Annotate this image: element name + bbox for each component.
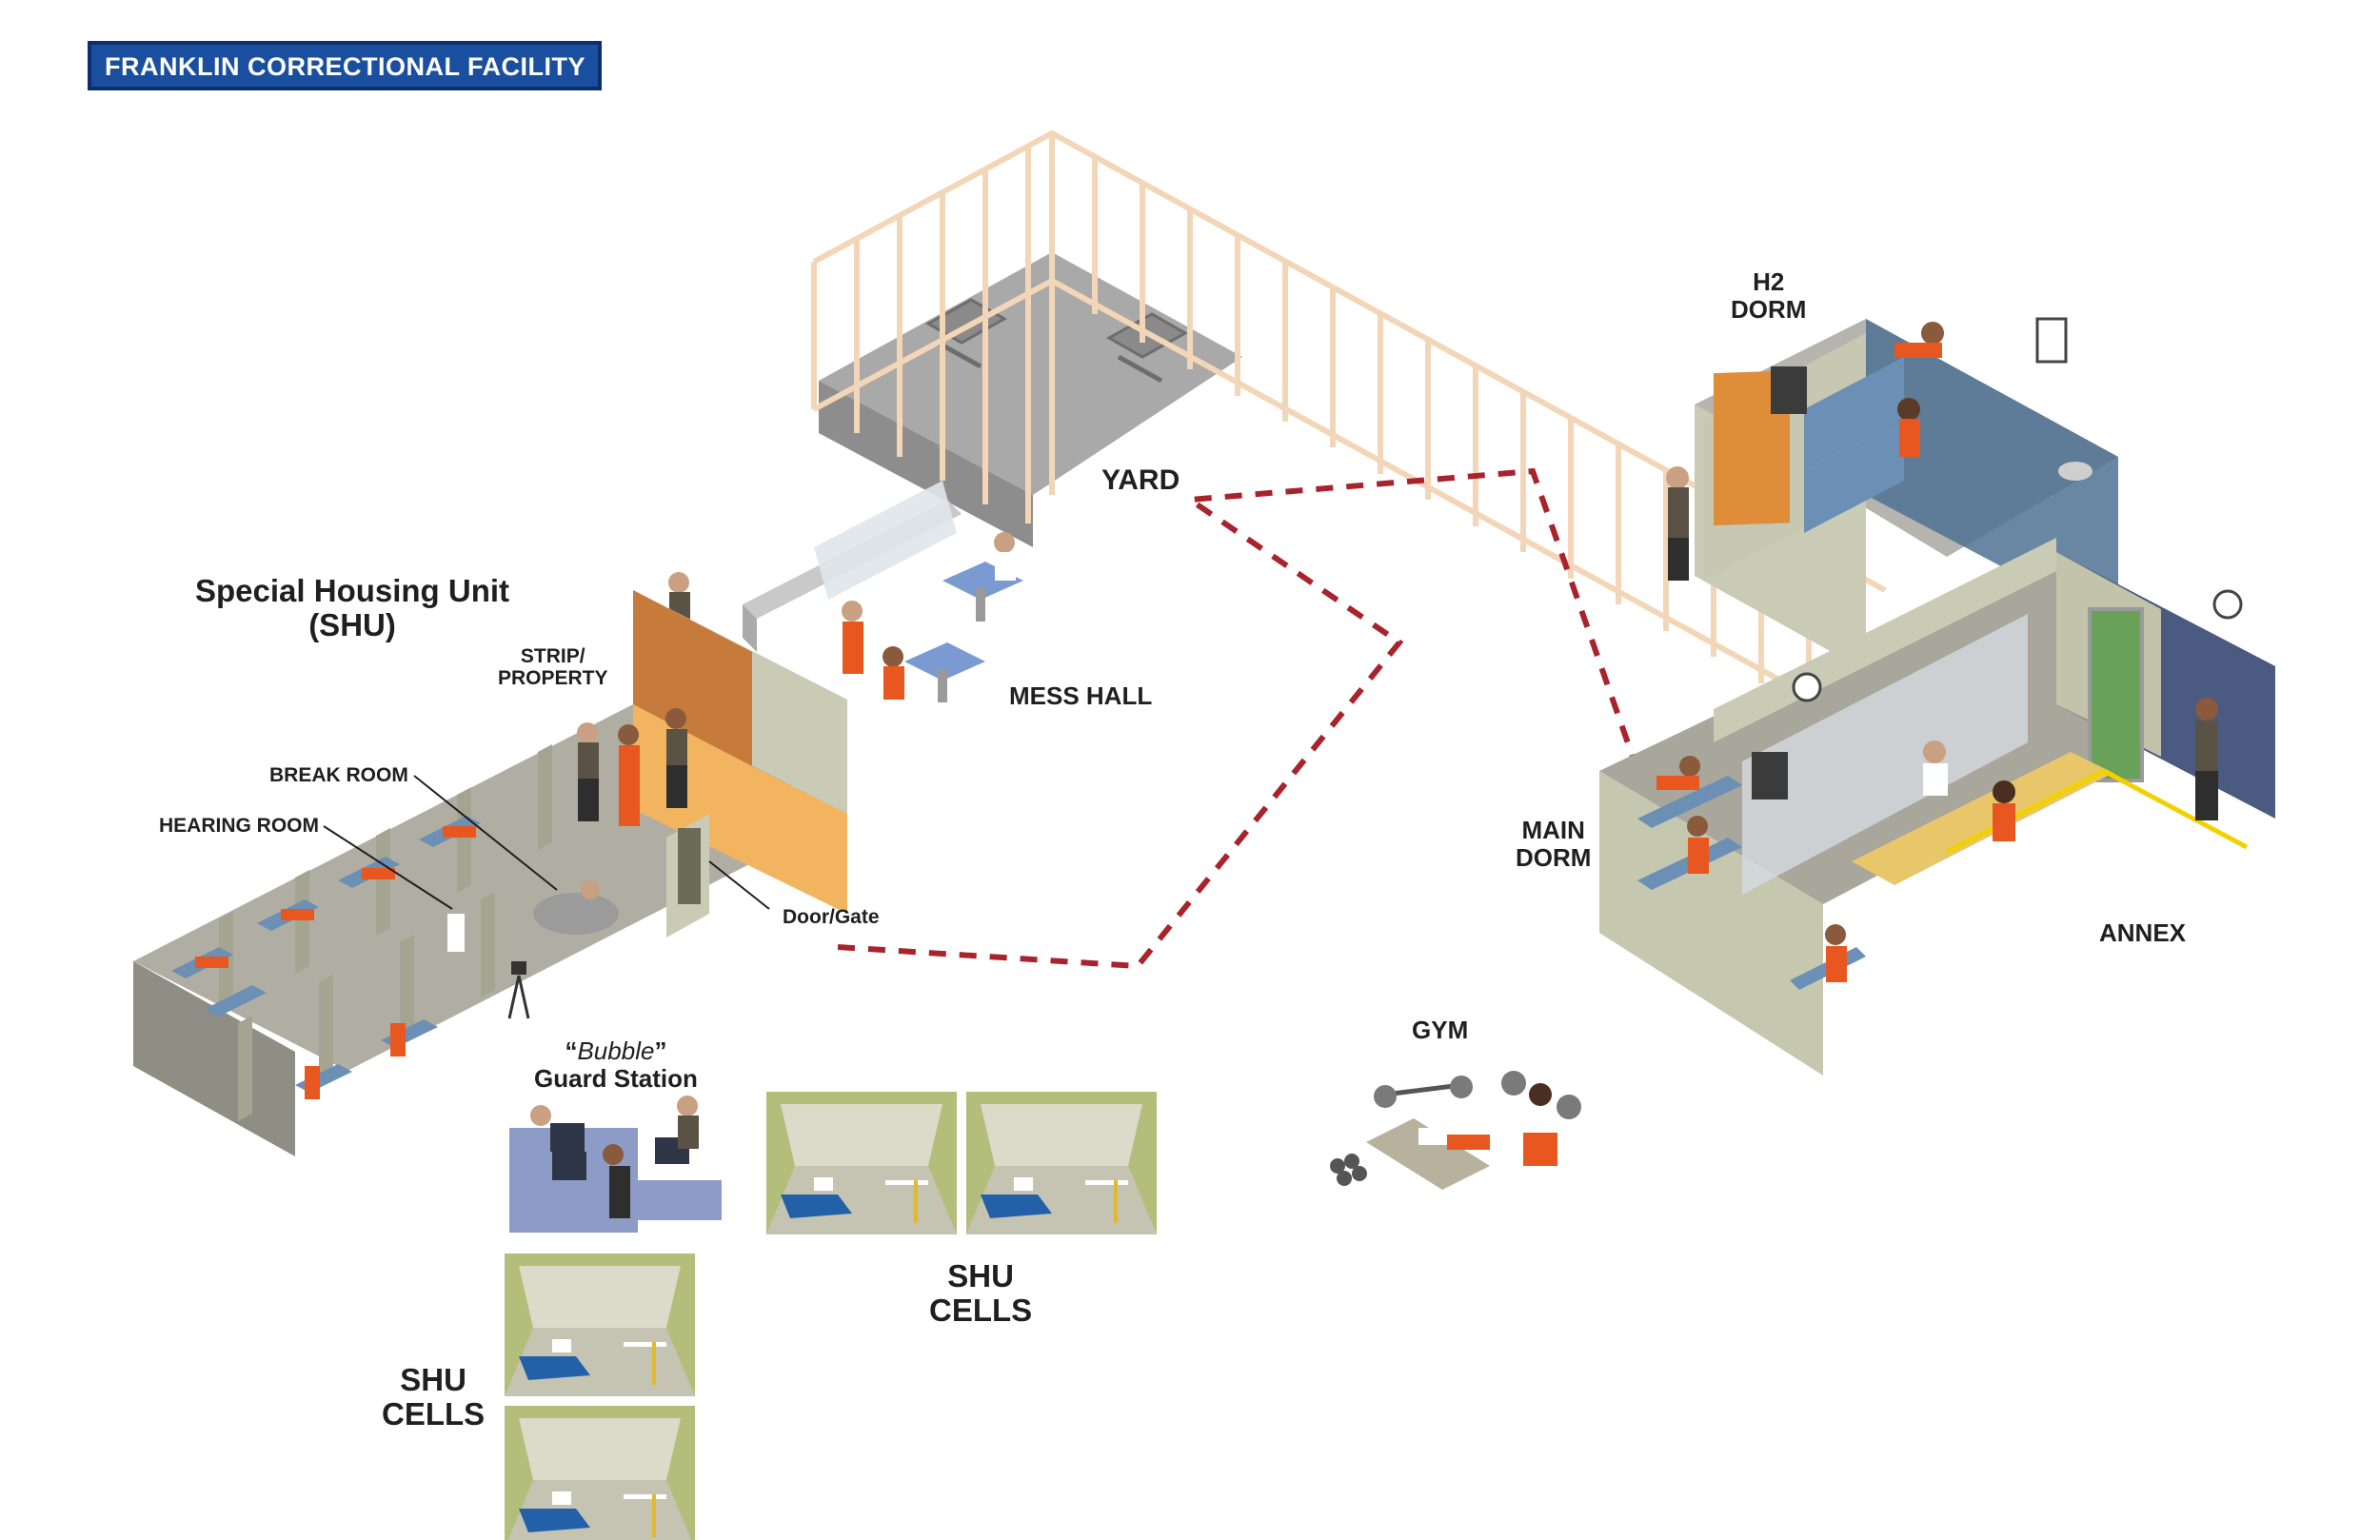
strip-property-label: STRIP/ PROPERTY	[498, 645, 608, 689]
mess-hall-area	[668, 481, 1023, 702]
shu-inmates	[195, 826, 476, 1099]
facility-title-badge: FRANKLIN CORRECTIONAL FACILITY	[88, 41, 602, 90]
guard-station-illustration	[509, 1096, 722, 1233]
h2-dorm-label-line1: H2	[1753, 267, 1785, 296]
guard-station-label-line2: Guard Station	[534, 1063, 698, 1093]
bubble-word: Bubble	[577, 1037, 655, 1065]
door-gate-label: Door/Gate	[783, 906, 880, 928]
yard-fence	[811, 129, 1887, 740]
break-room-leader	[413, 775, 558, 891]
shu-cell-illustration	[966, 1092, 1157, 1234]
shu-cells-right-label: SHU CELLS	[929, 1258, 1033, 1329]
break-room-label: BREAK ROOM	[269, 764, 408, 786]
hearing-room-leader	[323, 825, 453, 910]
shu-cell-illustration	[766, 1092, 957, 1234]
strip-property-label-line2: PROPERTY	[498, 667, 608, 690]
escort-route-line	[837, 467, 1636, 970]
shu-label-line2: (SHU)	[308, 607, 396, 643]
facility-title: FRANKLIN CORRECTIONAL FACILITY	[105, 52, 585, 81]
main-dorm-label: MAIN DORM	[1516, 817, 1591, 871]
mess-hall-label: MESS HALL	[1009, 681, 1153, 710]
bubble-quote-open: “	[565, 1037, 578, 1065]
bubble-label-line: “Bubble”	[534, 1037, 698, 1065]
yard-area	[811, 129, 1887, 740]
yard-label: YARD	[1101, 464, 1180, 496]
shu-cell-illustration	[505, 1254, 695, 1396]
shu-cells-left-line2: CELLS	[382, 1396, 486, 1432]
bubble-quote-close: ”	[654, 1037, 667, 1065]
main-dorm-label-line1: MAIN	[1521, 816, 1585, 844]
h2-dorm-label-line2: DORM	[1731, 294, 1807, 324]
door-gate-leader	[708, 860, 770, 910]
shu-cell-illustration	[505, 1406, 695, 1540]
main-dorm-annex-building	[1599, 538, 2275, 1076]
shu-label-line1: Special Housing Unit	[195, 573, 510, 608]
gym-illustration	[1330, 1071, 1581, 1190]
mess-table	[904, 642, 985, 702]
hearing-room-label: HEARING ROOM	[159, 815, 319, 837]
shu-cells-right-line2: CELLS	[929, 1293, 1033, 1329]
annex-label: ANNEX	[2099, 918, 2187, 947]
gym-label: GYM	[1412, 1016, 1469, 1044]
shu-cells-left-label: SHU CELLS	[382, 1362, 486, 1432]
shu-label: Special Housing Unit (SHU)	[195, 573, 510, 643]
main-dorm-label-line2: DORM	[1516, 842, 1592, 872]
h2-dorm-label: H2 DORM	[1731, 268, 1806, 323]
shu-building	[133, 590, 847, 1156]
guard-station-label: “Bubble” Guard Station	[534, 1037, 698, 1092]
shu-cell-partitions	[219, 744, 552, 1121]
shu-cells-left-line1: SHU	[400, 1362, 466, 1397]
strip-property-label-line1: STRIP/	[520, 645, 585, 667]
shu-cells-right-line1: SHU	[947, 1258, 1014, 1293]
